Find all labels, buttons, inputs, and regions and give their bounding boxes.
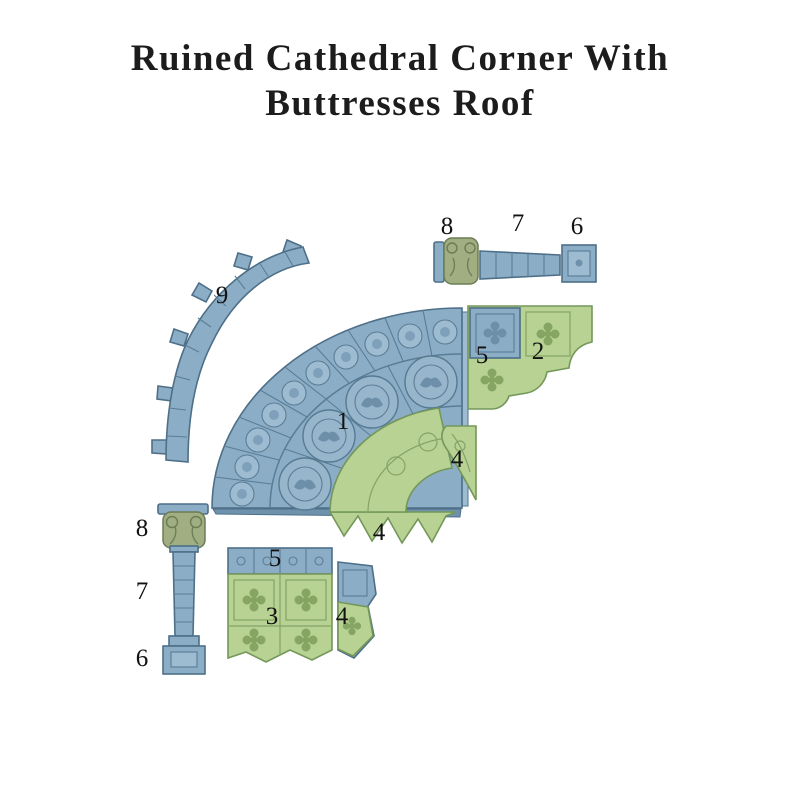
label-part-8-top: 8 — [440, 213, 454, 240]
part-4-corner-trim-right — [441, 425, 477, 501]
buttress-column-top — [433, 237, 597, 285]
label-part-3: 3 — [265, 603, 279, 630]
label-part-9: 9 — [215, 282, 229, 309]
label-part-7-left: 7 — [135, 578, 149, 605]
page-title: Ruined Cathedral Corner With Buttresses … — [0, 36, 800, 126]
title-line-1: Ruined Cathedral Corner With — [130, 38, 670, 79]
part-7-shaft-top — [479, 250, 561, 280]
rosette-tiles — [229, 319, 458, 507]
part-8-capital-top — [433, 237, 479, 285]
label-part-4-arch: 4 — [372, 519, 386, 546]
part-7-shaft-left — [172, 551, 196, 637]
label-part-4-right: 4 — [450, 446, 464, 473]
label-part-4-bottom: 4 — [335, 603, 349, 630]
label-part-2: 2 — [531, 338, 545, 365]
part-2-corner-roof-right — [467, 305, 593, 410]
part-6-base-top — [561, 244, 597, 283]
part-8-capital-left — [157, 503, 209, 553]
title-line-2: Buttresses Roof — [265, 83, 535, 125]
label-part-6-left: 6 — [135, 645, 149, 672]
part-4-corner-trim-bottom — [337, 561, 377, 659]
label-part-5-right: 5 — [475, 342, 489, 369]
corner-roof-bottom — [227, 547, 377, 663]
label-part-5-bottom: 5 — [268, 545, 282, 572]
buttress-column-left — [157, 503, 209, 675]
part-6-base-left — [162, 635, 206, 675]
part-9-arched-rim — [151, 238, 311, 463]
part-3-roof-tiles-bottom — [227, 573, 333, 663]
part-4-inner-arch-trim — [328, 407, 457, 545]
label-part-8-left: 8 — [135, 515, 149, 542]
label-part-1: 1 — [336, 408, 350, 435]
label-part-6-top: 6 — [570, 213, 584, 240]
eagle-medallions — [278, 355, 458, 511]
label-part-7-top: 7 — [511, 210, 525, 237]
